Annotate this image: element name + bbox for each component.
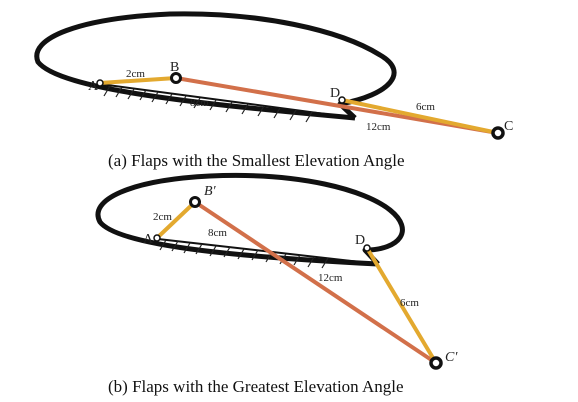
joint-a-a [96, 79, 104, 87]
length-ad-a: 8cm [190, 97, 209, 109]
caption-b: (b) Flaps with the Greatest Elevation An… [108, 377, 404, 396]
joint-d-a [338, 96, 346, 104]
joint-c-a [491, 126, 505, 140]
link-ab-a [98, 76, 178, 85]
length-dc-a: 6cm [416, 101, 435, 113]
link-bc-b [193, 200, 438, 365]
label-point-d-b: D [355, 233, 365, 248]
label-point-c-b: C′ [445, 350, 458, 365]
ground-line-a [99, 83, 356, 119]
label-point-b-a: B [170, 60, 179, 75]
joint-b-b [189, 196, 201, 208]
link-ab-b [155, 200, 197, 240]
label-point-d-a: D [330, 86, 340, 101]
joint-c-b [429, 356, 443, 370]
length-ab-b: 2cm [153, 211, 172, 223]
length-bc-a: 12cm [366, 121, 391, 133]
caption-a: (a) Flaps with the Smallest Elevation An… [108, 151, 405, 170]
label-point-c-a: C [504, 119, 513, 134]
length-ad-b: 8cm [208, 227, 227, 239]
length-bc-b: 12cm [318, 272, 343, 284]
link-bc-a [174, 76, 500, 135]
label-point-a-a: A [88, 79, 99, 94]
joint-a-b [153, 234, 161, 242]
length-ab-a: 2cm [126, 68, 145, 80]
joint-b-a [170, 72, 182, 84]
link-dc-a [340, 98, 500, 135]
panel-b: A B′ D C′ 2cm 8cm 12cm 6cm (b) Flaps wit… [95, 172, 458, 396]
joint-d-b [363, 244, 371, 252]
wing-outline-b [95, 172, 405, 267]
length-dc-b: 6cm [400, 297, 419, 309]
link-dc-b [365, 246, 438, 365]
label-point-b-b: B′ [204, 184, 217, 199]
panel-a: A B D C 2cm 8cm 12cm 6cm (a) Flaps with … [34, 11, 513, 170]
label-point-a-b: A [143, 232, 154, 247]
ground-hatch-b [159, 239, 329, 269]
ground-hatch-a [103, 85, 313, 123]
